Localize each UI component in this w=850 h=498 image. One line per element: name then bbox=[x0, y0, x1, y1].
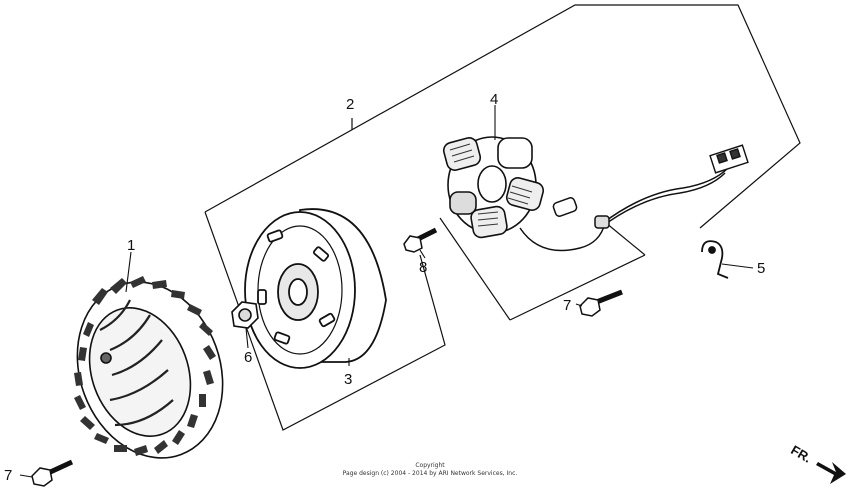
stator-coil bbox=[442, 136, 545, 239]
bolt-part-7-top bbox=[579, 289, 623, 317]
callout-6: 6 bbox=[244, 349, 252, 366]
wire-connector bbox=[709, 144, 749, 174]
svg-text:FR.: FR. bbox=[788, 442, 814, 465]
copyright-notice: Copyright Page design (c) 2004 - 2014 by… bbox=[300, 462, 560, 478]
forward-arrow-icon: FR. bbox=[788, 442, 846, 484]
callout-2: 2 bbox=[346, 96, 354, 113]
callout-8: 8 bbox=[419, 259, 427, 276]
wire-harness bbox=[519, 167, 729, 252]
callout-5: 5 bbox=[757, 260, 765, 277]
callout-1: 1 bbox=[127, 237, 135, 254]
copyright-line-2: Page design (c) 2004 - 2014 by ARI Netwo… bbox=[342, 470, 518, 477]
callout-4: 4 bbox=[490, 91, 498, 108]
callout-3: 3 bbox=[344, 371, 352, 388]
cooling-fan bbox=[74, 276, 224, 459]
bolt-part-8 bbox=[403, 227, 438, 253]
callout-7-bottom: 7 bbox=[4, 467, 12, 484]
callout-7-top: 7 bbox=[563, 297, 571, 314]
leader-lines bbox=[19, 105, 754, 478]
wire-clamp bbox=[701, 240, 729, 279]
bolt-part-7-bottom bbox=[31, 459, 74, 487]
flange-nut bbox=[231, 301, 259, 329]
copyright-line-1: Copyright bbox=[415, 462, 445, 469]
flywheel bbox=[244, 208, 387, 369]
